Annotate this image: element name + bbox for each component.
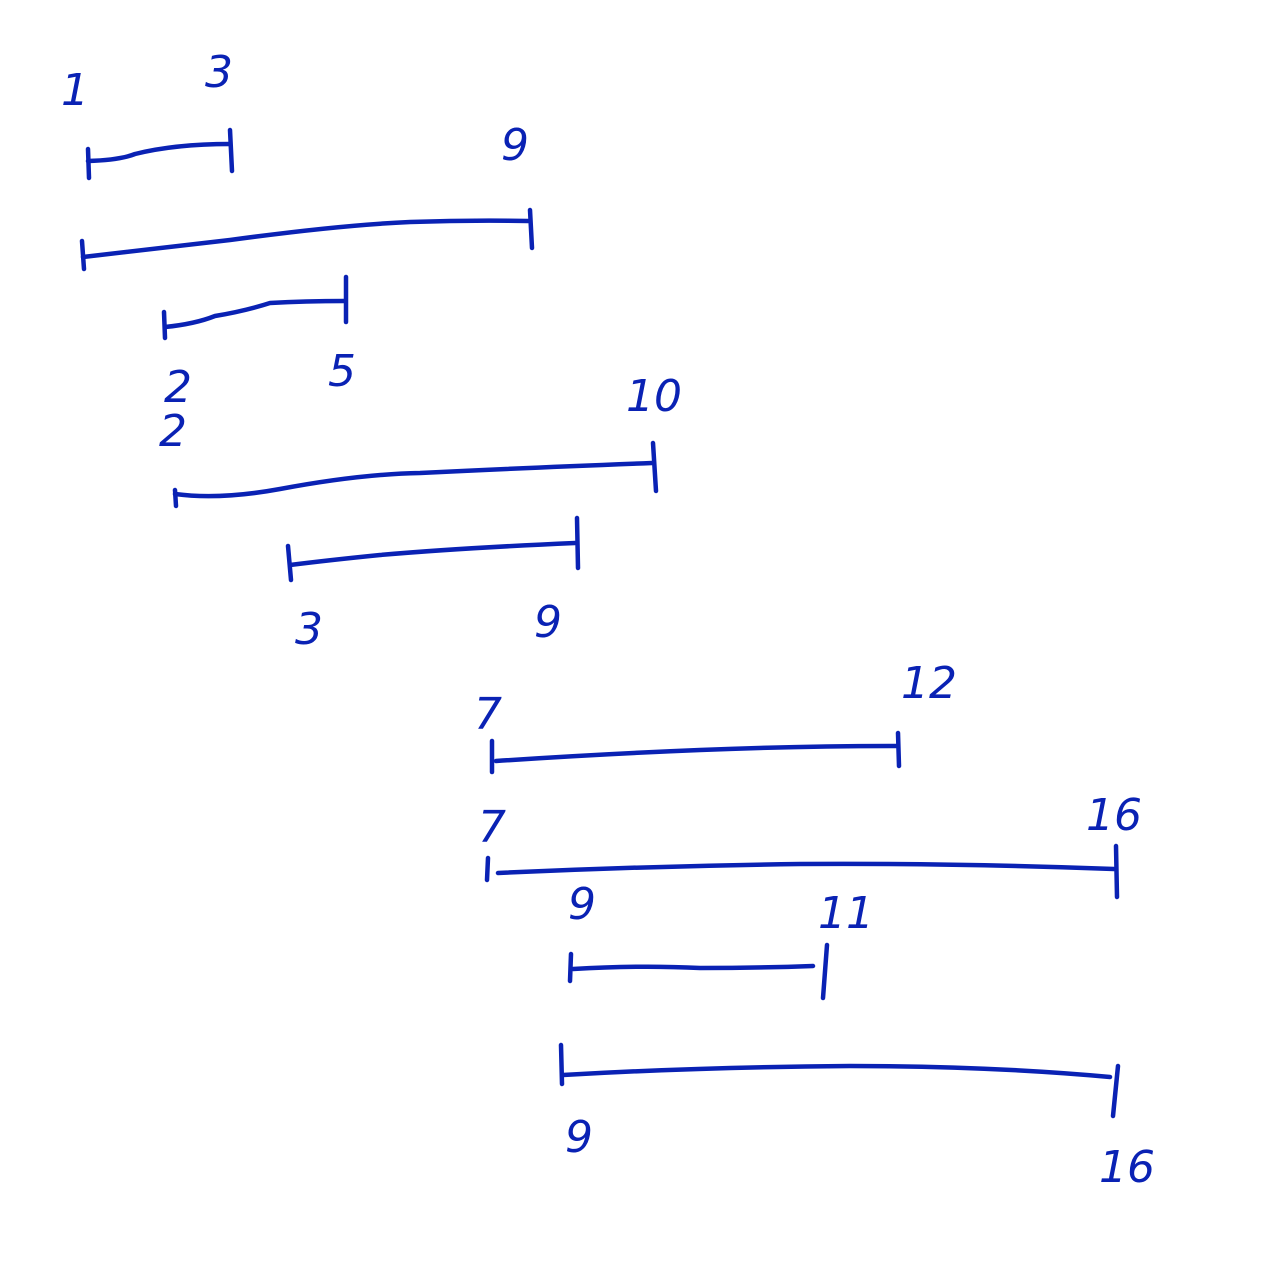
segment-start-label: 7 [474, 689, 502, 740]
segment-line [80, 218, 531, 260]
segment-start-tick [172, 487, 179, 509]
segment-start-label: 9 [568, 879, 596, 930]
interval-segment-3-9: 3 9 [285, 515, 581, 655]
segment-start-label: 2 [159, 406, 187, 457]
segment-start-tick [285, 543, 294, 583]
segment-line [287, 540, 578, 568]
segment-end-label: 3 [205, 47, 233, 98]
segment-end-label: 12 [901, 658, 957, 709]
segment-start-tick [79, 238, 87, 272]
segment-end-label: 16 [1099, 1142, 1155, 1193]
segment-line [495, 861, 1117, 876]
segment-end-label: 10 [626, 371, 682, 422]
segment-start-label: 9 [565, 1112, 593, 1163]
segment-end-label: 5 [328, 346, 356, 397]
segment-start-tick [484, 855, 491, 883]
interval-segment-7-12: 7 12 [474, 658, 957, 775]
segment-end-label: 9 [501, 120, 529, 171]
interval-segment-9-11: 9 11 [567, 879, 874, 1001]
segment-end-tick [227, 127, 235, 174]
segment-start-label: 7 [478, 802, 506, 853]
interval-segment-1-3: 1 3 [61, 47, 235, 181]
segment-end-tick [1113, 843, 1120, 900]
interval-segment-2-10: 2 10 [159, 371, 682, 509]
segment-line [172, 460, 655, 499]
segment-end-tick [650, 440, 659, 494]
segment-end-label: 9 [534, 597, 562, 648]
segment-end-label: 16 [1086, 790, 1142, 841]
segment-start-tick [85, 146, 92, 181]
segment-start-tick [161, 309, 168, 341]
segment-end-label: 11 [818, 888, 874, 939]
segment-start-label: 3 [295, 604, 323, 655]
segment-line [85, 141, 233, 164]
segment-end-tick [895, 730, 902, 769]
segment-end-tick [574, 515, 581, 571]
segment-start-tick [558, 1042, 565, 1087]
interval-segment-2-5: 2 5 [161, 274, 356, 413]
interval-segment-7-16: 7 16 [478, 790, 1142, 900]
segment-start-label: 2 [164, 362, 192, 413]
interval-segment-1-9: 9 [79, 120, 535, 272]
segment-line [570, 963, 816, 972]
segment-end-tick [527, 207, 535, 251]
segment-line [560, 1063, 1113, 1080]
segment-line [162, 298, 348, 330]
segment-start-label: 1 [61, 65, 89, 116]
segment-end-tick [1110, 1063, 1121, 1119]
interval-segment-9-16: 9 16 [558, 1042, 1155, 1193]
segment-line [493, 743, 900, 764]
segment-start-tick [567, 951, 574, 984]
segment-end-tick [820, 942, 830, 1001]
